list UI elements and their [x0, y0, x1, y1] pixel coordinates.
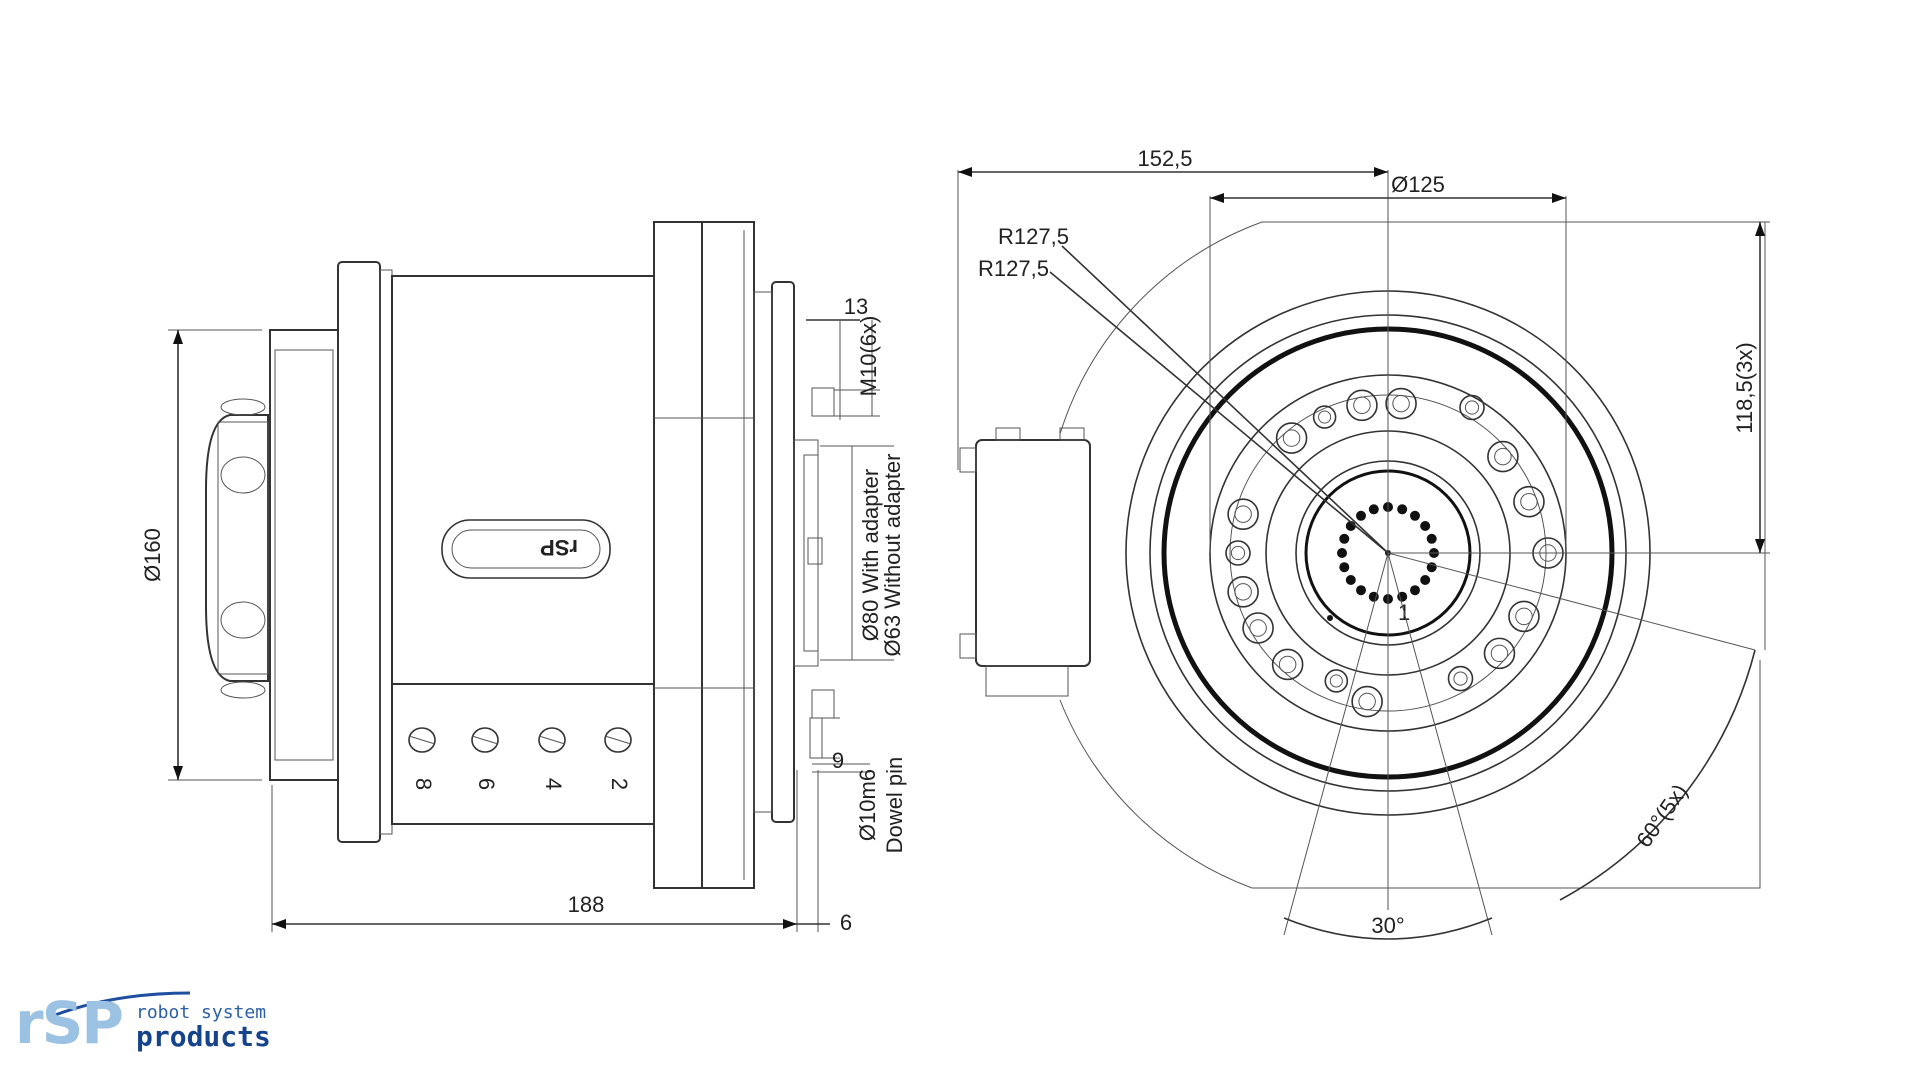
bolt-hole — [1225, 540, 1251, 566]
bolt-hole — [1513, 485, 1545, 518]
dim-bore-with-adapter: Ø80 With adapter — [858, 469, 883, 641]
dim-dowel-label: Dowel pin — [882, 757, 907, 854]
logo-plate — [441, 519, 611, 579]
signal-pin — [1345, 575, 1356, 585]
dim-thread: M10(6x) — [856, 316, 881, 397]
company-logo: rSP robot system products — [15, 985, 295, 1065]
signal-pin — [1356, 510, 1366, 521]
bolt-hole — [1459, 394, 1485, 421]
dim-radius-127-5-b: R127,5 — [978, 256, 1049, 281]
bolt-hole — [1242, 612, 1274, 644]
dim-118-5: 118,5(3x) — [1732, 342, 1757, 433]
bolt-holes — [1225, 387, 1564, 718]
dim-6: 6 — [840, 910, 852, 935]
bolt-hole — [1483, 637, 1516, 670]
bolt-hole — [1275, 422, 1308, 454]
signal-pin — [1337, 548, 1347, 558]
bolt-hole — [1385, 387, 1417, 420]
dim-diameter-160: Ø160 — [140, 528, 165, 582]
signal-pin — [1368, 504, 1379, 515]
signal-pin — [1410, 510, 1420, 521]
dim-dowel-diameter: Ø10m6 — [855, 769, 880, 841]
tool-plate — [653, 221, 703, 889]
bolt-hole — [1227, 576, 1259, 608]
bolt-hole — [1351, 685, 1383, 718]
signal-pin — [1339, 533, 1350, 544]
port-number: 2 — [607, 778, 632, 790]
dim-diameter-125: Ø125 — [1391, 172, 1445, 197]
signal-pin — [1420, 575, 1431, 585]
mounting-flange — [269, 329, 339, 781]
signal-pin — [1410, 585, 1420, 596]
bolt-hole — [1487, 440, 1519, 473]
logo-line-2: products — [136, 1020, 271, 1053]
signal-pin — [1339, 562, 1350, 573]
bolt-hole — [1447, 665, 1474, 692]
dim-radius-127-5-a: R127,5 — [998, 224, 1069, 249]
signal-pin — [1356, 585, 1366, 596]
port-number: 8 — [411, 778, 436, 790]
logo-swoosh-icon — [54, 991, 191, 1017]
signal-pin — [1420, 521, 1431, 531]
port-number: 6 — [474, 778, 499, 790]
dim-9: 9 — [832, 748, 844, 773]
side-view: rSP 8 6 4 2 — [140, 221, 907, 935]
bolt-hole — [1324, 669, 1349, 693]
port-block — [391, 683, 655, 825]
front-plate — [771, 281, 795, 823]
bolt-hole — [1271, 648, 1304, 681]
bolt-hole — [1312, 405, 1337, 429]
bolt-hole — [1508, 600, 1540, 633]
dim-13: 13 — [844, 294, 868, 319]
dim-angle-30: 30° — [1371, 913, 1404, 938]
dim-152-5: 152,5 — [1137, 146, 1192, 171]
front-view: 1 152,5 Ø125 R127,5 R127,5 118,5(3x) 60°… — [957, 146, 1770, 940]
signal-pin — [1397, 504, 1408, 515]
bolt-hole — [1227, 498, 1259, 530]
logo-mark: rSP — [15, 989, 124, 1057]
signal-module — [975, 439, 1091, 667]
dim-angle-60: 60°(5x) — [1631, 779, 1692, 852]
adapter-cylinder — [205, 414, 269, 682]
dim-bore-without-adapter: Ø63 Without adapter — [880, 453, 905, 656]
bolt-hole — [1346, 389, 1378, 422]
signal-pin — [1426, 533, 1437, 544]
body-label: rSP — [540, 535, 578, 560]
air-ports: 8 6 4 2 — [408, 727, 632, 790]
base-plate — [337, 261, 381, 843]
dim-length-188: 188 — [568, 892, 605, 917]
logo-line-1: robot system — [136, 1002, 267, 1023]
port-number: 4 — [541, 778, 566, 790]
tool-changer-body — [391, 275, 655, 685]
